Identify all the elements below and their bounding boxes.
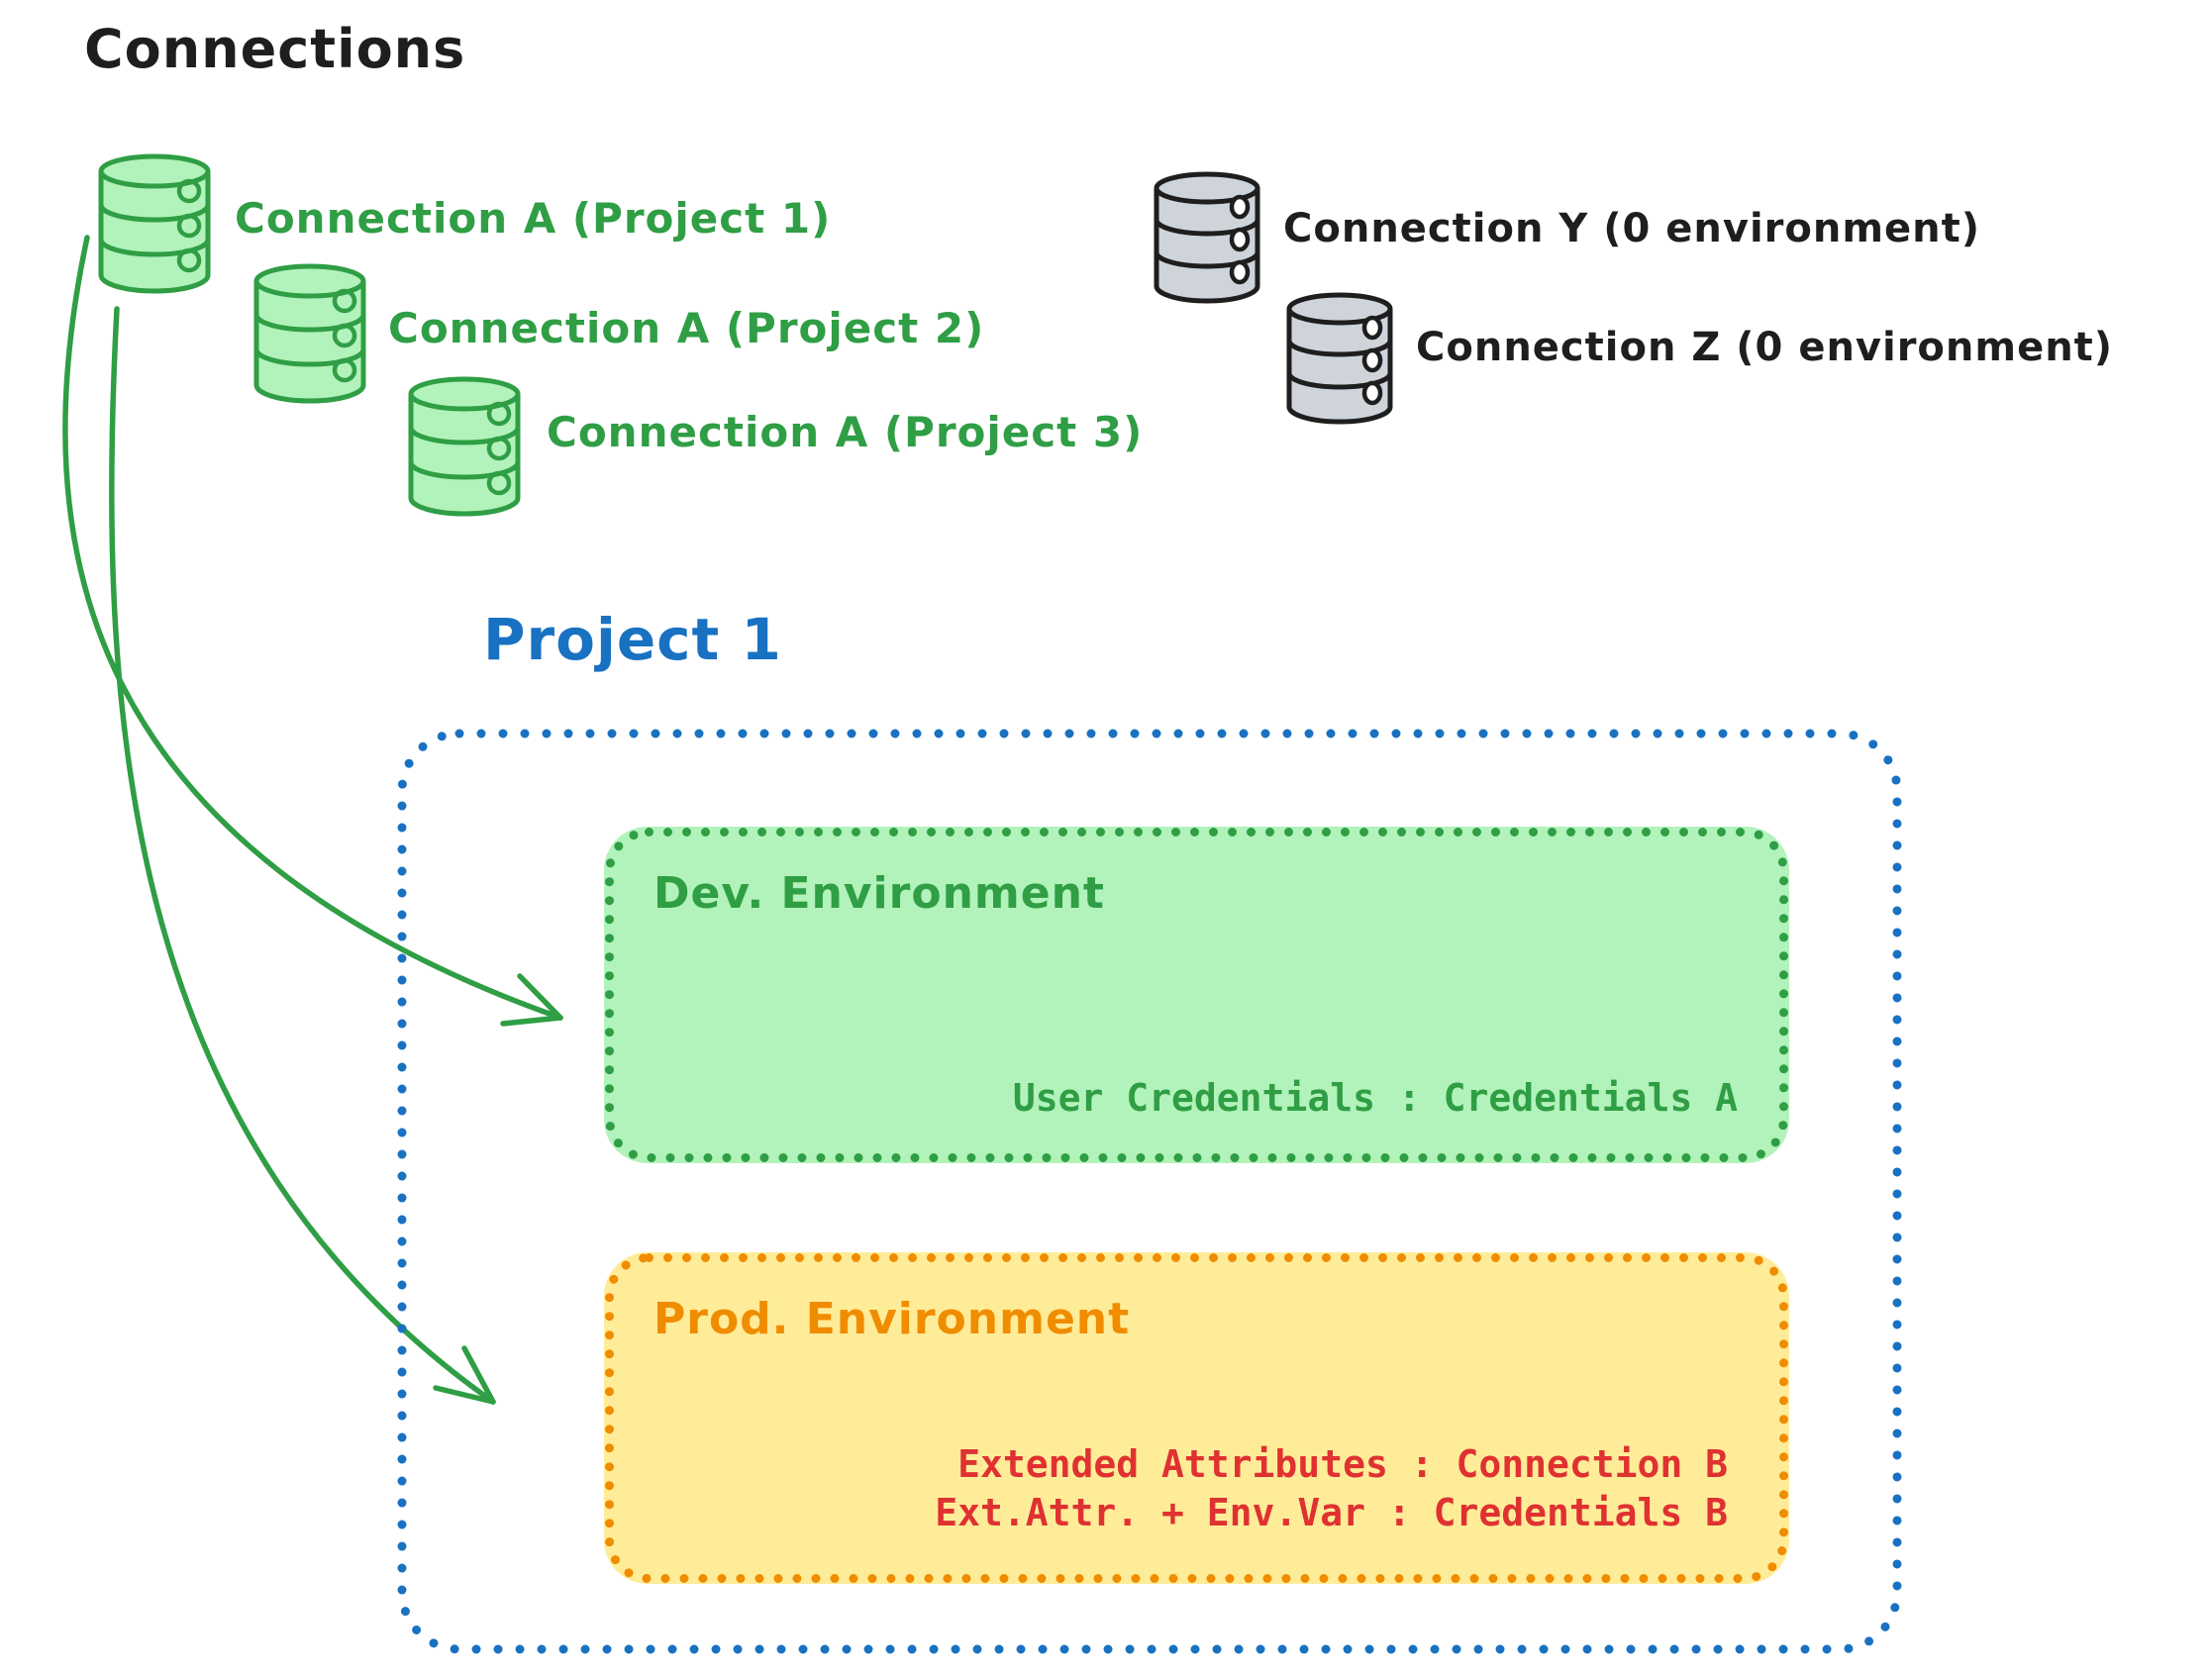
- database-icon: [1154, 171, 1260, 304]
- prod-environment-title: Prod. Environment: [654, 1294, 1131, 1344]
- connection-a-project-2-icon: [250, 260, 370, 407]
- prod-environment-border: [605, 1253, 1788, 1583]
- diagram-title: Connections: [84, 18, 466, 80]
- prod-environment-mappings: Extended Attributes : Connection B Ext.A…: [935, 1440, 1728, 1537]
- prod-mapping-line: Extended Attributes : Connection B: [957, 1442, 1728, 1486]
- connection-y-icon: [1151, 168, 1263, 307]
- prod-mapping-line: Ext.Attr. + Env.Var : Credentials B: [935, 1491, 1728, 1534]
- connection-y-label: Connection Y (0 environment): [1283, 206, 1981, 251]
- dev-environment-mapping: User Credentials : Credentials A: [1012, 1076, 1738, 1120]
- connection-a-project-3-label: Connection A (Project 3): [547, 408, 1144, 456]
- prod-environment-box: Prod. Environment Extended Attributes : …: [604, 1252, 1789, 1584]
- connection-a-project-3-icon: [404, 373, 525, 520]
- database-icon: [253, 263, 366, 404]
- project-container: Dev. Environment User Credentials : Cred…: [396, 728, 1903, 1655]
- database-icon: [408, 376, 521, 517]
- project-title: Project 1: [483, 606, 782, 673]
- connection-z-icon: [1283, 289, 1396, 428]
- project-container-border: [397, 729, 1902, 1654]
- database-icon: [1286, 292, 1393, 425]
- connection-a-project-1-icon: [94, 150, 215, 297]
- connection-z-label: Connection Z (0 environment): [1416, 325, 2114, 370]
- dev-environment-title: Dev. Environment: [654, 868, 1105, 919]
- dev-environment-box: Dev. Environment User Credentials : Cred…: [604, 827, 1789, 1163]
- connection-a-project-1-label: Connection A (Project 1): [235, 194, 832, 243]
- dev-environment-border: [605, 828, 1788, 1162]
- database-icon: [98, 153, 211, 294]
- connection-a-project-2-label: Connection A (Project 2): [388, 304, 985, 352]
